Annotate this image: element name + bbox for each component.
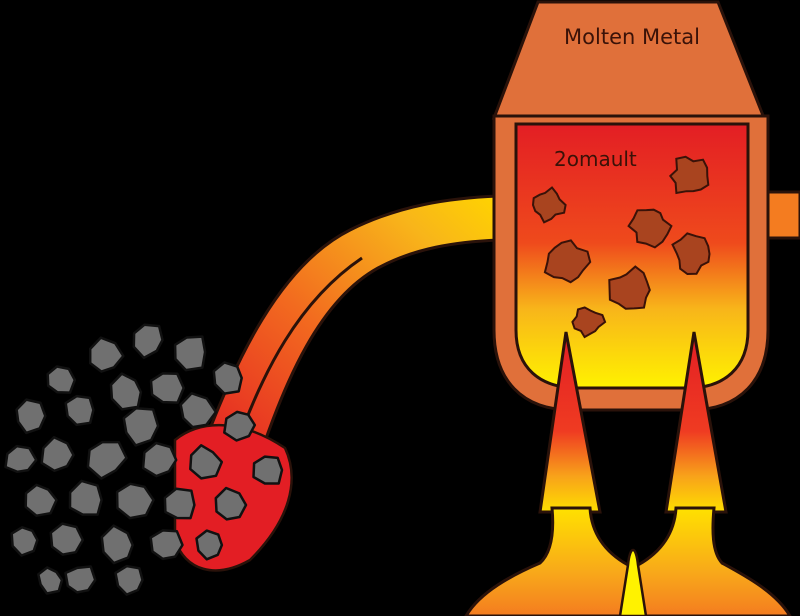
burner-center-icon (618, 548, 648, 616)
ore-lump-icon (608, 265, 651, 310)
molten-metal-label: Molten Metal (564, 25, 700, 49)
rock-icon (15, 398, 47, 435)
rock-icon (64, 565, 97, 594)
rock-icon (179, 392, 218, 429)
rock-icon (88, 336, 125, 373)
rock-icon (4, 444, 38, 474)
rock-icon (149, 372, 185, 404)
burner-base-right-icon (634, 506, 792, 616)
chamber-label: 2omault (554, 147, 637, 171)
rock-icon (24, 483, 58, 517)
rock-icon (49, 522, 85, 556)
ore-lumps (531, 155, 711, 339)
rock-icon (46, 365, 77, 394)
ore-lump-icon (571, 306, 607, 339)
rock-icon (252, 455, 284, 485)
rock-icon (149, 529, 184, 561)
rock-icon (37, 566, 64, 595)
burner-base-left-icon (464, 506, 632, 616)
ore-lump-icon (543, 239, 592, 284)
rock-icon (86, 440, 128, 480)
rock-icon (114, 564, 144, 596)
ore-lump-icon (671, 232, 711, 276)
rock-pile (4, 323, 284, 596)
rock-icon (64, 394, 95, 427)
rock-icon (189, 444, 224, 480)
rock-icon (141, 441, 178, 478)
rock-icon (173, 335, 207, 372)
furnace-roof-icon (491, 0, 767, 120)
rock-icon (163, 487, 196, 520)
rock-icon (195, 529, 224, 561)
rock-icon (40, 436, 75, 473)
ore-lump-icon (531, 186, 567, 224)
outlet-pipe-icon (766, 190, 800, 240)
rock-icon (214, 486, 248, 521)
ore-lump-icon (668, 155, 710, 195)
rock-icon (212, 361, 243, 395)
ore-lump-icon (627, 208, 673, 249)
rock-icon (10, 526, 39, 557)
rock-icon (223, 410, 257, 442)
rock-icon (132, 323, 164, 360)
rock-icon (100, 524, 134, 565)
rock-icon (122, 407, 160, 447)
rock-icon (109, 372, 143, 411)
rock-icon (68, 479, 103, 516)
rock-icon (115, 482, 155, 520)
